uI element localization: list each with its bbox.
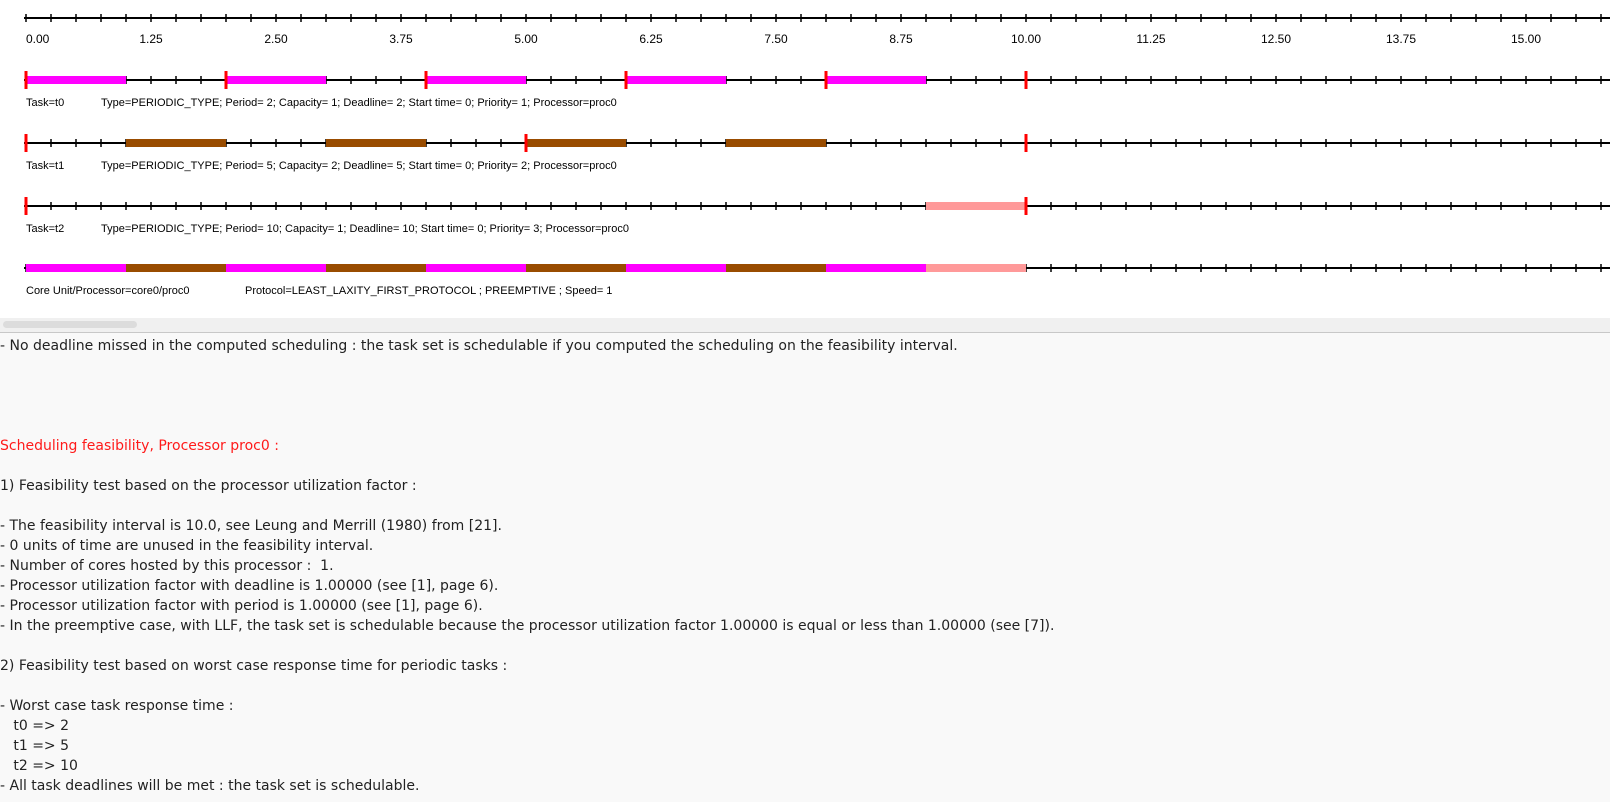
execution-bar (826, 76, 926, 84)
log-line: - Processor utilization factor with dead… (0, 578, 499, 594)
log-line: - Processor utilization factor with peri… (0, 598, 483, 614)
task-name-label: Task=t2 (26, 223, 64, 235)
log-line: - 0 units of time are unused in the feas… (0, 538, 374, 554)
log-line: - All task deadlines will be met : the t… (0, 778, 420, 794)
section-heading: Scheduling feasibility, Processor proc0 … (0, 438, 279, 454)
core-execution-bar (526, 264, 626, 272)
task-name-label: Task=t0 (26, 97, 64, 109)
task-info-label: Type=PERIODIC_TYPE; Period= 2; Capacity=… (101, 97, 617, 109)
time-axis-label: 1.25 (139, 32, 163, 46)
core-execution-bar (226, 264, 326, 272)
time-axis-label: 10.00 (1011, 32, 1041, 46)
time-axis-label: 13.75 (1386, 32, 1416, 46)
core-execution-bar (626, 264, 726, 272)
time-axis-label: 15.00 (1511, 32, 1541, 46)
execution-bar (326, 139, 426, 147)
log-line: 1) Feasibility test based on the process… (0, 478, 417, 494)
core-execution-bar (426, 264, 526, 272)
core-execution-bar (926, 264, 1026, 272)
execution-bar (726, 139, 826, 147)
scheduling-results-log: - No deadline missed in the computed sch… (0, 333, 1610, 802)
task-name-label: Task=t1 (26, 160, 64, 172)
log-line: - Worst case task response time : (0, 698, 234, 714)
log-line: 2) Feasibility test based on worst case … (0, 658, 508, 674)
log-line: t1 => 5 (0, 738, 70, 754)
execution-bar (26, 76, 126, 84)
core-execution-bar (326, 264, 426, 272)
execution-bar (626, 76, 726, 84)
core-name-label: Core Unit/Processor=core0/proc0 (26, 285, 190, 297)
time-axis-label: 2.50 (264, 32, 288, 46)
horizontal-scrollbar[interactable] (0, 318, 1610, 333)
execution-bar (126, 139, 226, 147)
core-execution-bar (126, 264, 226, 272)
time-axis-label: 8.75 (889, 32, 913, 46)
task-info-label: Type=PERIODIC_TYPE; Period= 10; Capacity… (101, 223, 629, 235)
log-line: t0 => 2 (0, 718, 70, 734)
core-execution-bar (826, 264, 926, 272)
time-axis-label: 6.25 (639, 32, 663, 46)
log-line: t2 => 10 (0, 758, 78, 774)
time-axis-label: 0.00 (26, 32, 50, 46)
time-axis-label: 3.75 (389, 32, 413, 46)
log-line: - Number of cores hosted by this process… (0, 558, 334, 574)
execution-bar (426, 76, 526, 84)
core-info-label: Protocol=LEAST_LAXITY_FIRST_PROTOCOL ; P… (245, 285, 612, 297)
core-execution-bar (26, 264, 126, 272)
gantt-chart-panel: 0.00 1.25 2.50 3.75 5.00 6.25 7.50 8.75 10.00 11.… (0, 0, 1610, 318)
log-line: - No deadline missed in the computed sch… (0, 338, 958, 354)
time-axis-label: 11.25 (1136, 32, 1165, 46)
time-axis-label: 12.50 (1261, 32, 1291, 46)
log-line: - The feasibility interval is 10.0, see … (0, 518, 502, 534)
execution-bar (226, 76, 326, 84)
execution-bar (926, 202, 1026, 210)
log-line: - In the preemptive case, with LLF, the … (0, 618, 1055, 634)
task-info-label: Type=PERIODIC_TYPE; Period= 5; Capacity=… (101, 160, 617, 172)
time-axis-label: 5.00 (514, 32, 538, 46)
core-execution-bar (726, 264, 826, 272)
time-axis-label: 7.50 (764, 32, 788, 46)
gantt-chart: 0.00 1.25 2.50 3.75 5.00 6.25 7.50 8.75 10.00 11.… (24, 14, 1610, 297)
scrollbar-thumb[interactable] (3, 321, 137, 328)
execution-bar (526, 139, 626, 147)
